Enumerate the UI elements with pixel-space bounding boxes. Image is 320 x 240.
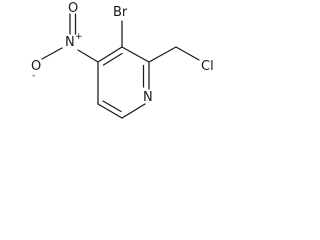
bond-c3-c2 <box>121 46 150 63</box>
bond-c4-c3-inner <box>102 52 123 66</box>
nitro-oxygen-top-label: O <box>68 1 78 16</box>
bromine-label: Br <box>113 5 128 20</box>
ring-nitrogen-label: N <box>143 90 153 105</box>
bond-n1-c6 <box>121 103 146 119</box>
structure-drawing: Br Cl N N + O O - <box>31 1 214 119</box>
bond-nitro-n-o-left <box>41 47 63 60</box>
molecule-diagram: Br Cl N N + O O - <box>0 0 230 134</box>
bond-c2-ch2 <box>148 46 177 63</box>
nitro-oxygen-left-label: O <box>31 59 41 74</box>
oxygen-minus-charge: - <box>32 71 35 81</box>
bond-c4-c3 <box>97 46 123 63</box>
bond-c6-c5-inner <box>102 100 122 113</box>
bond-c6-c5 <box>97 103 123 119</box>
chlorine-label: Cl <box>201 59 214 74</box>
bond-c4-nitro-n <box>77 49 99 63</box>
nitro-nitrogen-label: N <box>65 35 75 50</box>
nitro-plus-charge: + <box>75 32 83 42</box>
bond-ch2-cl <box>175 46 200 61</box>
